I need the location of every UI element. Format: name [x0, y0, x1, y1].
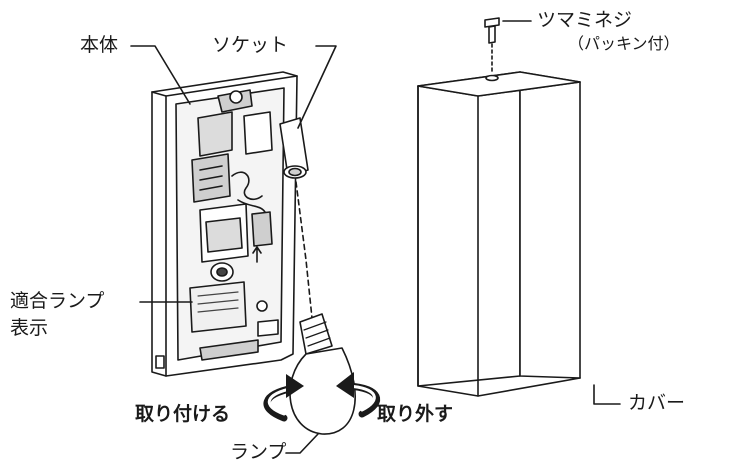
socket-label: ソケット	[212, 34, 289, 56]
lamp-label: ランプ	[230, 441, 287, 463]
knob-screw-icon	[484, 17, 500, 75]
cover	[417, 71, 581, 397]
remove-label: 取り外す	[377, 403, 454, 425]
lamp	[289, 313, 356, 435]
body-label: 本体	[80, 34, 119, 56]
attach-label: 取り付ける	[135, 403, 231, 425]
leader-lines	[130, 20, 621, 454]
fixture-body	[151, 71, 298, 377]
knob-screw-label: ツマミネジ	[537, 9, 633, 31]
cover-label: カバー	[628, 392, 686, 414]
socket-guide-line	[295, 181, 313, 319]
knob-screw-note: （パッキン付）	[568, 34, 680, 53]
socket	[279, 117, 309, 179]
compatible-lamp-label-line2: 表示	[10, 317, 49, 339]
rotation-arrows	[263, 372, 381, 422]
compatible-lamp-label-line1: 適合ランプ	[10, 290, 105, 312]
